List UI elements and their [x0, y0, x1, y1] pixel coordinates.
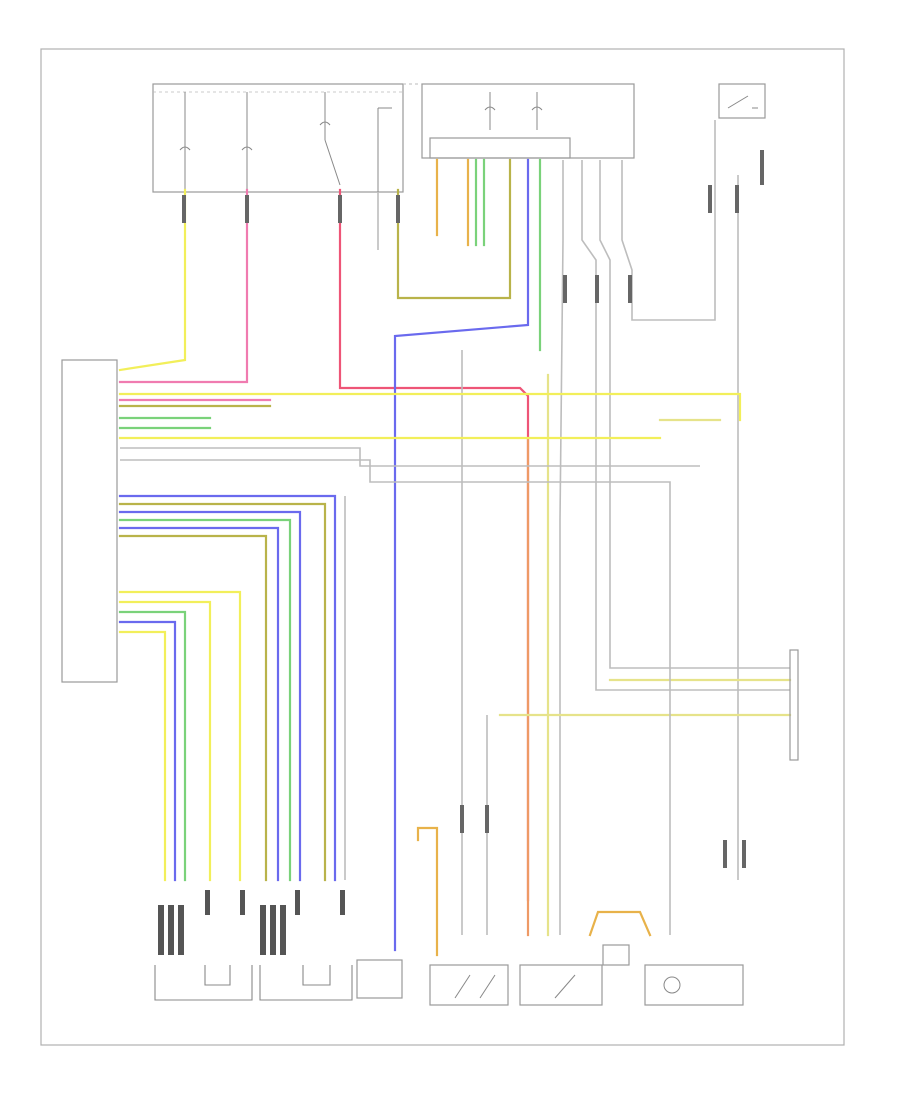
component-switch-2	[519, 964, 603, 1006]
fuse-top-2	[531, 92, 543, 130]
wire-grey-4	[621, 120, 716, 321]
wire-olive-loop	[396, 158, 512, 300]
wire-violet-b1	[118, 494, 337, 882]
wire-violet-b5	[118, 526, 280, 882]
wire-pink-top	[118, 188, 249, 384]
wire-red-long	[338, 188, 530, 902]
component-switch-1	[429, 964, 509, 1006]
wire-amber-bottom	[416, 826, 439, 957]
component-fuel-pump	[356, 959, 403, 999]
wire-grey-h2	[120, 459, 671, 935]
wire-yellow-h	[118, 392, 742, 422]
junction-box-top	[421, 83, 635, 159]
wire-yellow-top	[118, 188, 187, 372]
wire-yellow-c2	[118, 600, 212, 882]
connector-pins-mid	[260, 890, 345, 955]
connector-pins-left	[158, 890, 245, 955]
wire-violet-long	[393, 158, 530, 952]
control-module	[61, 359, 118, 683]
wire-grey-1	[559, 160, 564, 935]
fuse-left-3	[319, 92, 341, 186]
wire-green-c3	[118, 610, 187, 882]
wire-olive-b2	[118, 502, 327, 882]
wire-green-b4	[118, 518, 292, 882]
component-switch-2-contact	[554, 974, 576, 999]
component-motor-symbol	[663, 976, 681, 994]
fuse-left-4	[377, 107, 392, 192]
top-right-switch-contact	[727, 95, 758, 109]
sensor-mid	[259, 965, 353, 1001]
wire-grey-2	[581, 160, 790, 691]
component-lamp	[602, 944, 630, 966]
wire-grey-h1	[120, 447, 700, 467]
pin-markers	[182, 150, 764, 868]
right-connector	[789, 649, 799, 761]
wire-yellow-c1	[118, 590, 242, 882]
junction-connector-bar	[429, 137, 571, 159]
wire-violet-b3	[118, 510, 302, 882]
diagram-frame	[40, 48, 845, 1046]
wire-yellow-c5	[118, 630, 167, 882]
wire-olive-b6	[118, 534, 268, 882]
wire-violet-c4	[118, 620, 177, 882]
component-motor	[644, 964, 744, 1006]
sensor-left	[154, 965, 253, 1001]
fuse-left-2	[241, 92, 253, 190]
wire-amber-lamp	[588, 910, 652, 937]
component-switch-1-contact	[454, 974, 496, 999]
top-right-switch-box	[718, 83, 766, 119]
fuse-box-left	[152, 83, 404, 193]
fuse-left-1	[179, 92, 191, 190]
wire-grey-3	[599, 160, 790, 669]
fuse-top-1	[484, 92, 496, 130]
